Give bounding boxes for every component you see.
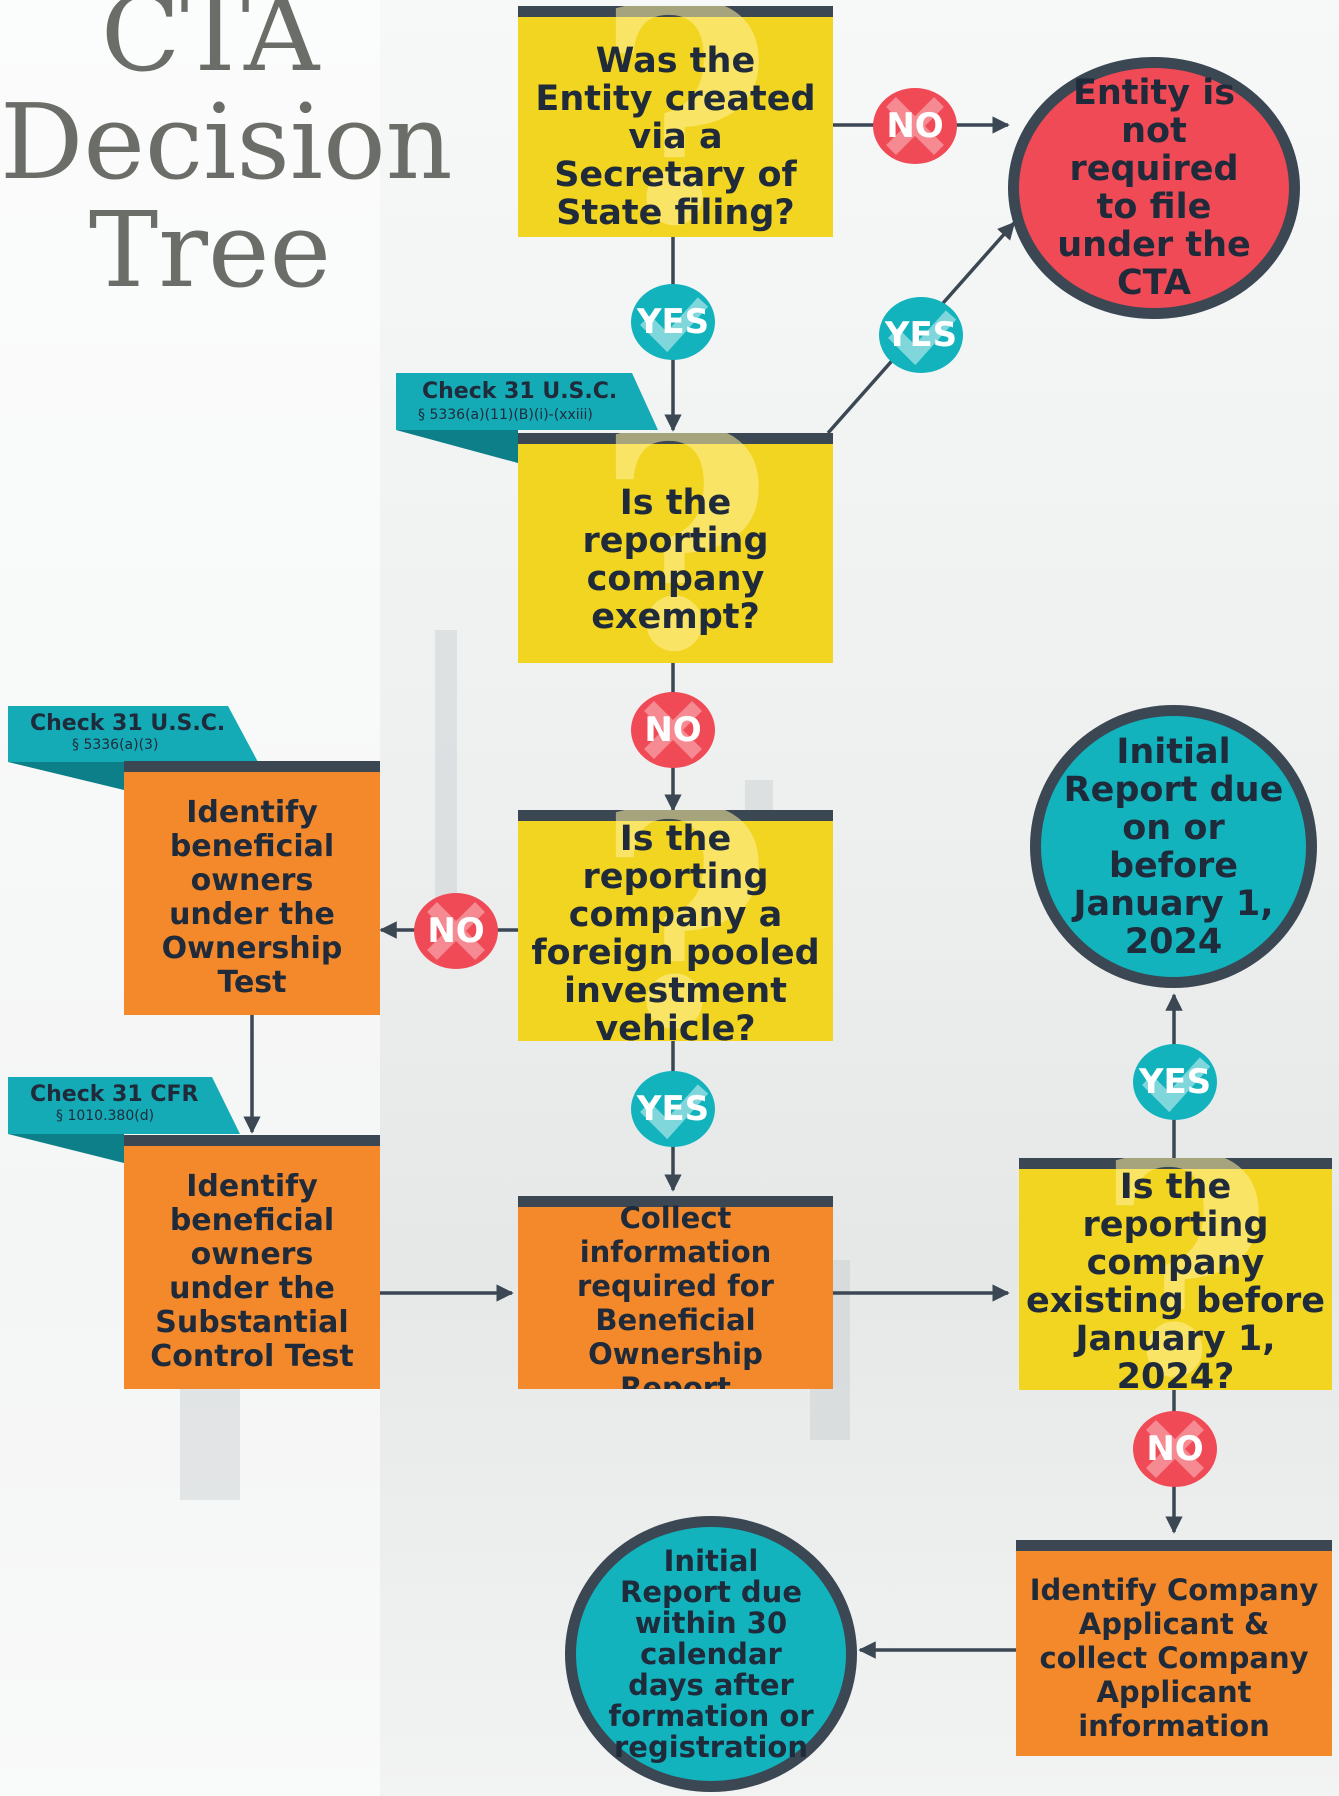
x-shape	[1133, 1411, 1217, 1487]
title-line-3: Tree	[88, 189, 332, 311]
check-shape	[879, 297, 963, 373]
question-mark-watermark: ?	[596, 810, 773, 1041]
question-label: Is the reporting company existing before…	[1025, 1167, 1326, 1390]
question-mark-watermark: ?	[596, 433, 773, 663]
question-exempt: ? Is the reporting company exempt?	[518, 433, 833, 663]
answer-badge-no: NO	[1133, 1411, 1217, 1487]
reference-tag-ownership: Check 31 U.S.C. § 5336(a)(3)	[8, 706, 258, 790]
title-line-1: CTA	[100, 0, 320, 95]
check-shape	[631, 284, 715, 360]
answer-badge-yes: YES	[631, 1071, 715, 1147]
background-bar	[435, 630, 457, 930]
tag-shape	[396, 373, 658, 463]
question-label: Is the reporting company exempt?	[582, 483, 769, 637]
answer-badge-yes: YES	[879, 297, 963, 373]
reference-section: § 5336(a)(3)	[72, 737, 159, 753]
answer-badge-yes: YES	[631, 284, 715, 360]
question-mark-watermark: ?	[596, 6, 773, 237]
question-mark-watermark: ?	[1096, 1158, 1273, 1390]
action-ownership-test: Identify beneficial owners under the Own…	[124, 761, 380, 1015]
answer-badge-no: NO	[873, 88, 957, 164]
outcome-due-january-2024: Initial Report due on or before January …	[1030, 705, 1317, 988]
answer-label: YES	[636, 302, 710, 342]
reference-tag-control: Check 31 CFR § 1010.380(d)	[8, 1077, 240, 1163]
x-shape	[631, 692, 715, 768]
reference-section: § 1010.380(d)	[56, 1108, 155, 1124]
background-bar	[180, 1380, 240, 1500]
action-identify-company-applicant: Identify Company Applicant & collect Com…	[1016, 1540, 1332, 1756]
reference-tag-exempt: Check 31 U.S.C. § 5336(a)(11)(B)(i)-(xxi…	[396, 373, 658, 463]
question-created-via-sos: ? Was the Entity created via a Secretary…	[518, 6, 833, 237]
outcome-not-required: Entity is not required to file under the…	[1008, 57, 1300, 319]
action-label: Collect information required for Benefic…	[577, 1200, 774, 1390]
answer-label: YES	[636, 1089, 710, 1129]
title-line-2: Decision	[0, 81, 453, 203]
tag-shape	[8, 706, 258, 790]
x-shape	[414, 893, 498, 969]
answer-badge-no: NO	[414, 893, 498, 969]
answer-label: YES	[1138, 1062, 1212, 1102]
outcome-label: Initial Report due within 30 calendar da…	[608, 1543, 814, 1764]
question-label: Is the reporting company a foreign poole…	[531, 818, 820, 1042]
action-label: Identify Company Applicant & collect Com…	[1029, 1573, 1319, 1743]
check-shape	[1133, 1044, 1217, 1120]
reference-main: Check 31 CFR	[30, 1082, 199, 1107]
answer-badge-no: NO	[631, 692, 715, 768]
action-substantial-control-test: Identify beneficial owners under the Sub…	[124, 1135, 380, 1389]
action-label: Identify beneficial owners under the Sub…	[150, 1169, 354, 1374]
action-collect-information: Collect information required for Benefic…	[518, 1196, 833, 1389]
answer-label: NO	[644, 710, 702, 750]
outcome-due-30-days: Initial Report due within 30 calendar da…	[565, 1516, 857, 1792]
answer-label: NO	[886, 106, 944, 146]
check-shape	[631, 1071, 715, 1147]
reference-section: § 5336(a)(11)(B)(i)-(xxiii)	[418, 407, 593, 423]
outcome-label: Entity is not required to file under the…	[1057, 73, 1251, 303]
page-title: CTA Decision Tree	[0, 0, 453, 311]
answer-label: YES	[884, 315, 958, 355]
reference-main: Check 31 U.S.C.	[30, 711, 226, 736]
question-existing-before-2024: ? Is the reporting company existing befo…	[1019, 1158, 1332, 1390]
question-foreign-pooled: ? Is the reporting company a foreign poo…	[518, 810, 833, 1041]
answer-badge-yes: YES	[1133, 1044, 1217, 1120]
reference-main: Check 31 U.S.C.	[422, 379, 618, 404]
question-label: Was the Entity created via a Secretary o…	[535, 40, 816, 233]
action-label: Identify beneficial owners under the Own…	[161, 795, 343, 1000]
tag-shape	[8, 1077, 240, 1163]
outcome-label: Initial Report due on or before January …	[1063, 731, 1284, 962]
answer-label: NO	[427, 911, 485, 951]
answer-label: NO	[1146, 1429, 1204, 1469]
x-shape	[873, 88, 957, 164]
